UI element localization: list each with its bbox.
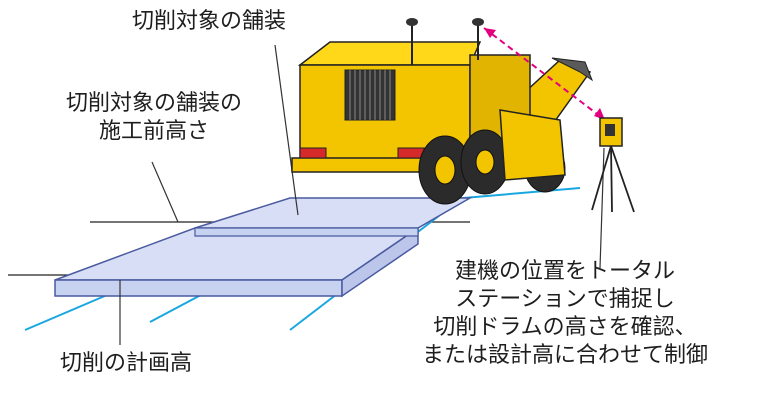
target-pavement-label: 切削対象の舗装 — [132, 9, 287, 34]
gps-antenna-icon — [406, 18, 484, 65]
target-pavement-layer — [194, 197, 473, 237]
note-line-3: 切削ドラムの高さを確認、 — [433, 315, 697, 340]
pre-height-label-line1: 切削対象の舗装の — [65, 91, 242, 116]
note-line-2: ステーションで捕捉し — [455, 287, 675, 312]
leader-lines — [119, 44, 605, 345]
note-line-4: または設計高に合わせて制御 — [421, 343, 708, 368]
pre-height-label-line2: 施工前高さ — [98, 119, 209, 144]
note-line-1: 建機の位置をトータル — [454, 259, 675, 284]
plan-height-label: 切削の計画高 — [60, 351, 193, 376]
road-milling-machine-icon — [291, 18, 594, 205]
pavement-slab — [54, 226, 421, 298]
laser-link-line — [483, 27, 606, 121]
total-station-note: 建機の位置をトータル ステーションで捕捉し 切削ドラムの高さを確認、 または設計… — [375, 258, 755, 370]
total-station-icon — [591, 117, 635, 213]
pre-height-label: 切削対象の舗装の 施工前高さ — [34, 90, 274, 146]
